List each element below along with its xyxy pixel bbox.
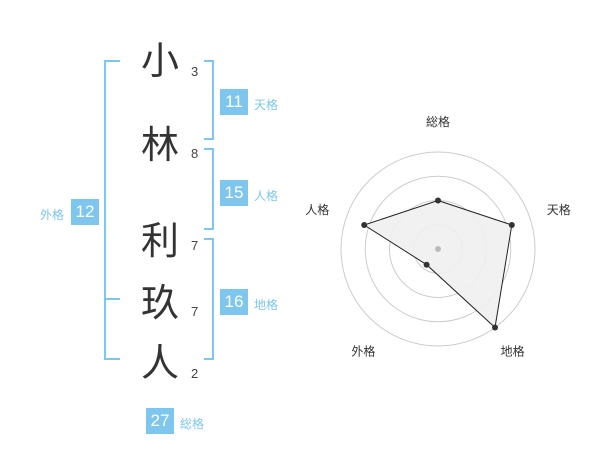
name-char-3: 利 xyxy=(141,219,180,263)
radar-polygon xyxy=(363,199,513,329)
gaikaku-label: 外格 xyxy=(40,208,65,222)
radar-point xyxy=(361,222,368,229)
gaikaku-bracket-vertical xyxy=(104,60,106,360)
radar-point xyxy=(435,197,441,204)
radar-label-soukaku: 総格 xyxy=(426,114,450,129)
radar-ring xyxy=(364,175,512,323)
jinkaku-badge: 15 xyxy=(220,180,248,206)
chikaku-bracket-vertical xyxy=(212,238,214,360)
soukaku-badge: 27 xyxy=(146,408,174,434)
jinkaku-bracket-top xyxy=(204,148,214,150)
tenkaku-bracket-top xyxy=(204,60,214,62)
stroke-count-4: 7 xyxy=(191,304,199,319)
tenkaku-bracket-bottom xyxy=(204,138,214,140)
stroke-count-5: 2 xyxy=(191,366,199,381)
radar-ring xyxy=(340,151,536,347)
jinkaku-label: 人格 xyxy=(254,189,279,203)
stroke-count-2: 8 xyxy=(191,146,199,161)
jinkaku-bracket-vertical xyxy=(212,148,214,230)
tenkaku-bracket-vertical xyxy=(212,60,214,140)
name-char-2: 林 xyxy=(141,123,180,167)
soukaku-label: 総格 xyxy=(180,417,205,431)
radar-label-chikaku: 地格 xyxy=(501,344,525,359)
radar-point xyxy=(508,222,515,229)
radar-dots xyxy=(361,197,515,331)
chikaku-badge: 16 xyxy=(220,289,248,315)
chikaku-bracket-top xyxy=(204,238,214,240)
chikaku-label: 地格 xyxy=(254,298,279,312)
name-char-1: 小 xyxy=(141,39,180,83)
stroke-count-1: 3 xyxy=(191,64,199,79)
gaikaku-bracket-mid xyxy=(104,298,120,300)
radar-center-dot xyxy=(435,246,441,252)
radar-label-gaikaku: 外格 xyxy=(351,344,375,359)
gaikaku-bracket-top xyxy=(104,60,120,62)
tenkaku-badge: 11 xyxy=(220,89,248,115)
chikaku-bracket-bottom xyxy=(204,358,214,360)
radar-point xyxy=(492,324,499,331)
name-char-5: 人 xyxy=(141,341,180,385)
radar-point xyxy=(423,261,430,268)
tenkaku-label: 天格 xyxy=(254,98,279,112)
stroke-count-3: 7 xyxy=(191,238,199,253)
radar-label-tenkaku: 天格 xyxy=(547,202,571,217)
gaikaku-badge: 12 xyxy=(71,199,99,225)
name-char-4: 玖 xyxy=(141,281,180,325)
radar-label-jinkaku: 人格 xyxy=(305,202,329,217)
jinkaku-bracket-bottom xyxy=(204,228,214,230)
gaikaku-bracket-bottom xyxy=(104,358,120,360)
